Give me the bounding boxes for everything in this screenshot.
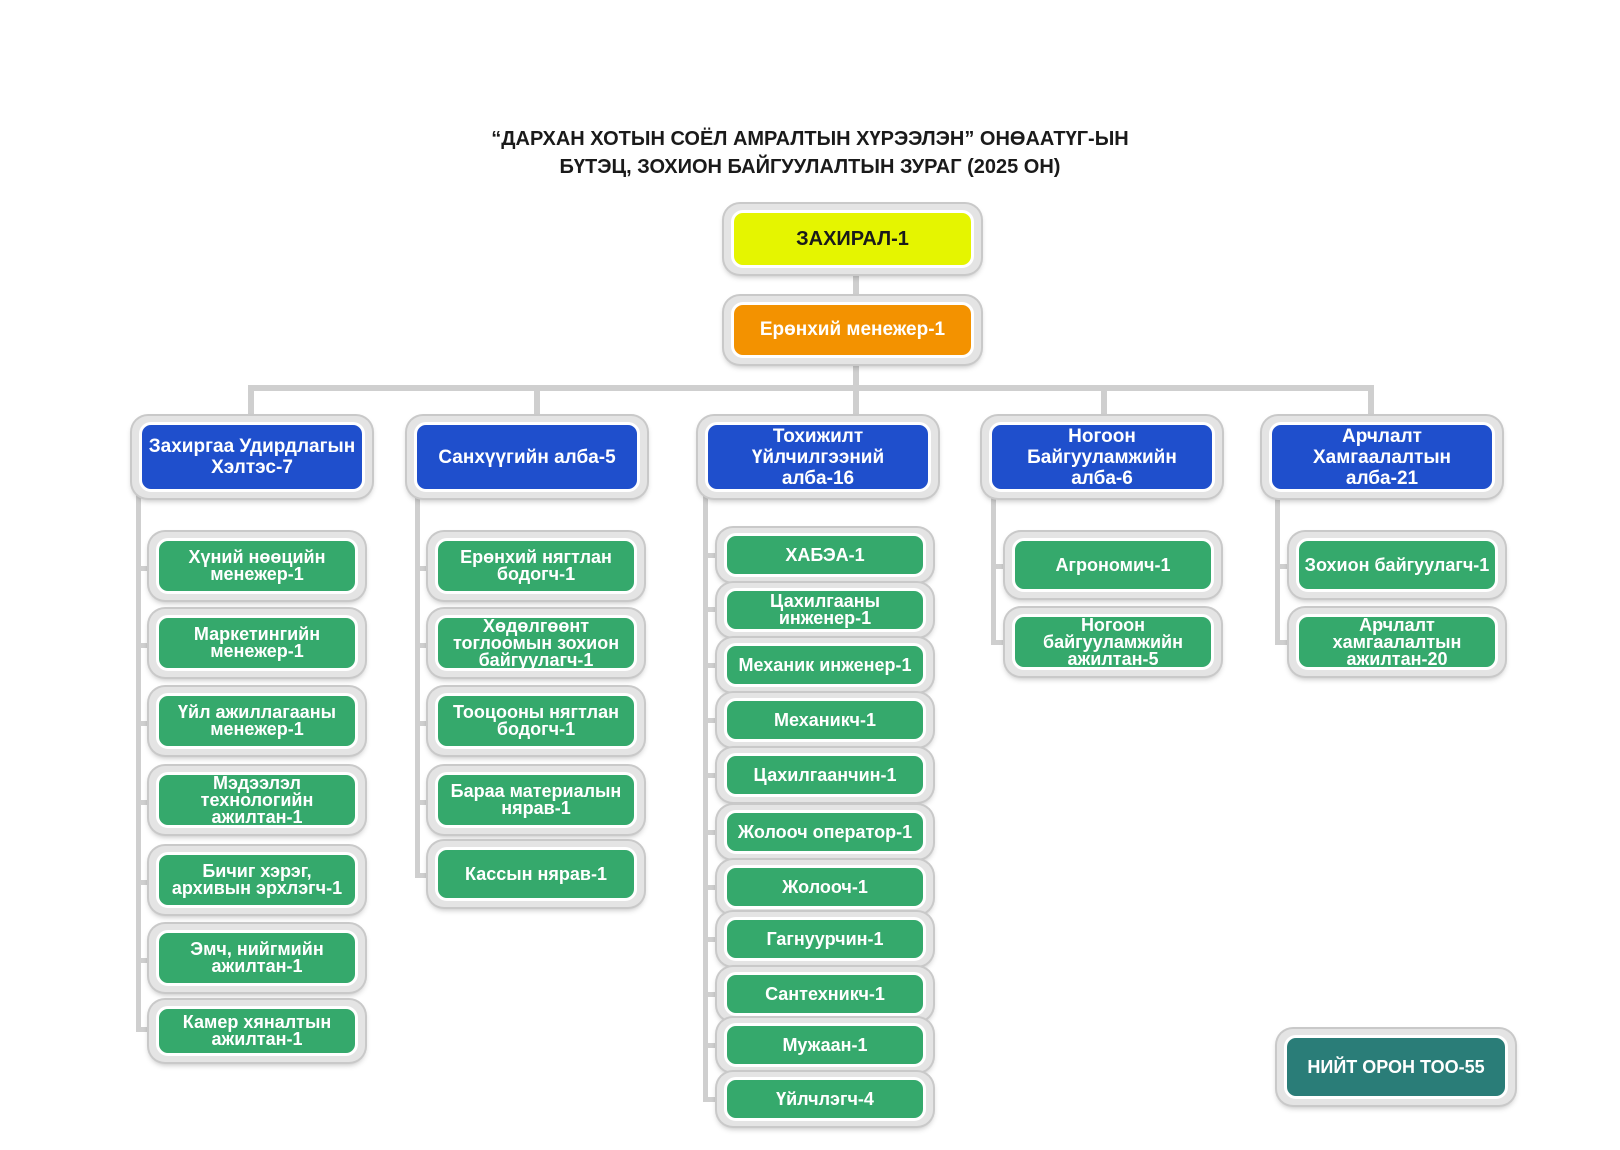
tick: [703, 663, 723, 668]
tick: [415, 873, 435, 878]
dept-security-header: Арчлалт Хамгаалалтын алба-21: [1269, 422, 1495, 492]
connector-drop-3: [853, 385, 859, 415]
tick: [136, 880, 158, 885]
position-box: Арчлалт хамгаалалтын ажилтан-20: [1296, 614, 1498, 670]
tick: [703, 718, 723, 723]
spine-dept-1: [136, 492, 141, 1031]
tick: [415, 643, 435, 648]
position-box: Үйлчлэгч-4: [724, 1077, 926, 1121]
tick: [415, 566, 435, 571]
dept-finance-header: Санхүүгийн алба-5: [414, 422, 640, 492]
position-box: Хөдөлгөөнт тоглоомын зохион байгуулагч-1: [435, 615, 637, 671]
position-box: Бараа материалын нярав-1: [435, 772, 637, 828]
position-box: Жолооч оператор-1: [724, 810, 926, 854]
connector-manager-bus: [853, 362, 859, 390]
director-box: ЗАХИРАЛ-1: [731, 210, 974, 268]
tick: [415, 721, 435, 726]
tick: [136, 721, 158, 726]
position-box: Гагнуурчин-1: [724, 917, 926, 961]
tick: [703, 885, 723, 890]
position-box: Агрономич-1: [1012, 538, 1214, 592]
position-box: Сантехникч-1: [724, 972, 926, 1016]
tick: [1275, 640, 1295, 645]
position-box: Тооцооны нягтлан бодогч-1: [435, 693, 637, 749]
tick: [703, 937, 723, 942]
tick: [703, 553, 723, 558]
tick: [703, 773, 723, 778]
tick: [703, 1097, 723, 1102]
position-box: Бичиг хэрэг, архивын эрхлэгч-1: [156, 852, 358, 908]
position-box: Кассын нярав-1: [435, 847, 637, 901]
position-box: Цахилгаанчин-1: [724, 753, 926, 797]
tick: [703, 992, 723, 997]
connector-drop-5: [1368, 385, 1374, 415]
spine-dept-3: [703, 492, 708, 1102]
position-box: Мэдээлэл технологийн ажилтан-1: [156, 772, 358, 828]
position-box: Үйл ажиллагааны менежер-1: [156, 693, 358, 749]
tick: [1275, 564, 1295, 569]
dept-maintenance-header: Тохижилт Үйлчилгээний алба-16: [705, 422, 931, 492]
position-box: Ногоон байгууламжийн ажилтан-5: [1012, 614, 1214, 670]
tick: [136, 800, 158, 805]
position-box: ХАБЭА-1: [724, 533, 926, 577]
tick: [136, 1027, 158, 1032]
position-box: Маркетингийн менежер-1: [156, 615, 358, 671]
position-box: Жолооч-1: [724, 865, 926, 909]
position-box: Камер хяналтын ажилтан-1: [156, 1006, 358, 1056]
tick: [136, 566, 158, 571]
dept-green-header: Ногоон Байгууламжийн алба-6: [989, 422, 1215, 492]
connector-drop-1: [248, 385, 254, 415]
dept-admin-header: Захиргаа Удирдлагын Хэлтэс-7: [139, 422, 365, 492]
connector-drop-4: [1101, 385, 1107, 415]
position-box: Механик инженер-1: [724, 643, 926, 687]
position-box: Ерөнхий нягтлан бодогч-1: [435, 538, 637, 594]
spine-dept-2: [415, 492, 420, 877]
position-box: Механикч-1: [724, 698, 926, 742]
position-box: Эмч, нийгмийн ажилтан-1: [156, 930, 358, 986]
tick: [703, 607, 723, 612]
general-manager-box: Ерөнхий менежер-1: [731, 302, 974, 358]
chart-title: “ДАРХАН ХОТЫН СОЁЛ АМРАЛТЫН ХҮРЭЭЛЭН” ОН…: [300, 125, 1320, 181]
position-box: Мужаан-1: [724, 1023, 926, 1067]
position-box: Хүний нөөцийн менежер-1: [156, 538, 358, 594]
title-line-2: БҮТЭЦ, ЗОХИОН БАЙГУУЛАЛТЫН ЗУРАГ (2025 О…: [559, 156, 1061, 178]
tick: [136, 958, 158, 963]
position-box: Зохион байгуулагч-1: [1296, 538, 1498, 592]
connector-drop-2: [534, 385, 540, 415]
tick: [415, 800, 435, 805]
title-line-1: “ДАРХАН ХОТЫН СОЁЛ АМРАЛТЫН ХҮРЭЭЛЭН” ОН…: [491, 128, 1129, 150]
tick: [991, 564, 1011, 569]
position-box: Цахилгааны инженер-1: [724, 588, 926, 632]
connector-horizontal-bus: [248, 385, 1374, 391]
total-headcount-box: НИЙТ ОРОН ТОО-55: [1284, 1035, 1508, 1099]
tick: [991, 640, 1011, 645]
tick: [136, 643, 158, 648]
tick: [703, 830, 723, 835]
connector-director-manager: [853, 273, 859, 295]
tick: [703, 1043, 723, 1048]
